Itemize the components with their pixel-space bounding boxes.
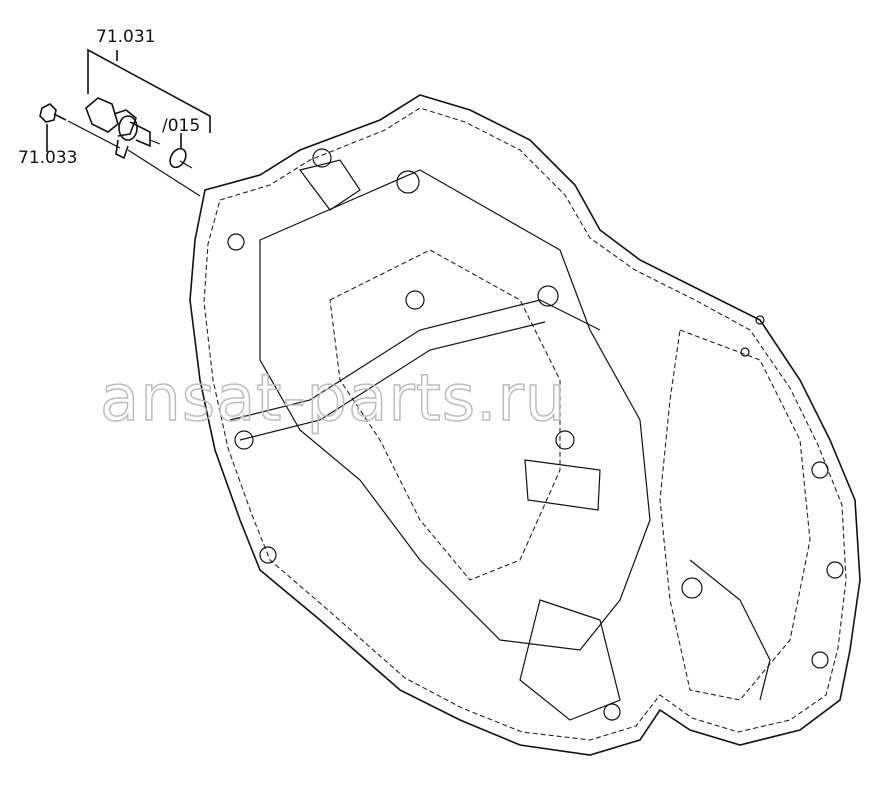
- transmission-housing: [189, 94, 861, 756]
- watermark: ansat-parts.ru: [100, 362, 566, 436]
- leader-lines: [46, 48, 211, 152]
- bolt-holes: [227, 148, 844, 721]
- bolt: [39, 103, 121, 149]
- assembly-line: [127, 149, 201, 197]
- speed-sensor: [85, 97, 161, 160]
- label-71-031: 71.031: [96, 27, 155, 47]
- o-ring: [169, 147, 193, 169]
- label-015: /015: [162, 116, 200, 136]
- label-71-033: 71.033: [18, 148, 77, 168]
